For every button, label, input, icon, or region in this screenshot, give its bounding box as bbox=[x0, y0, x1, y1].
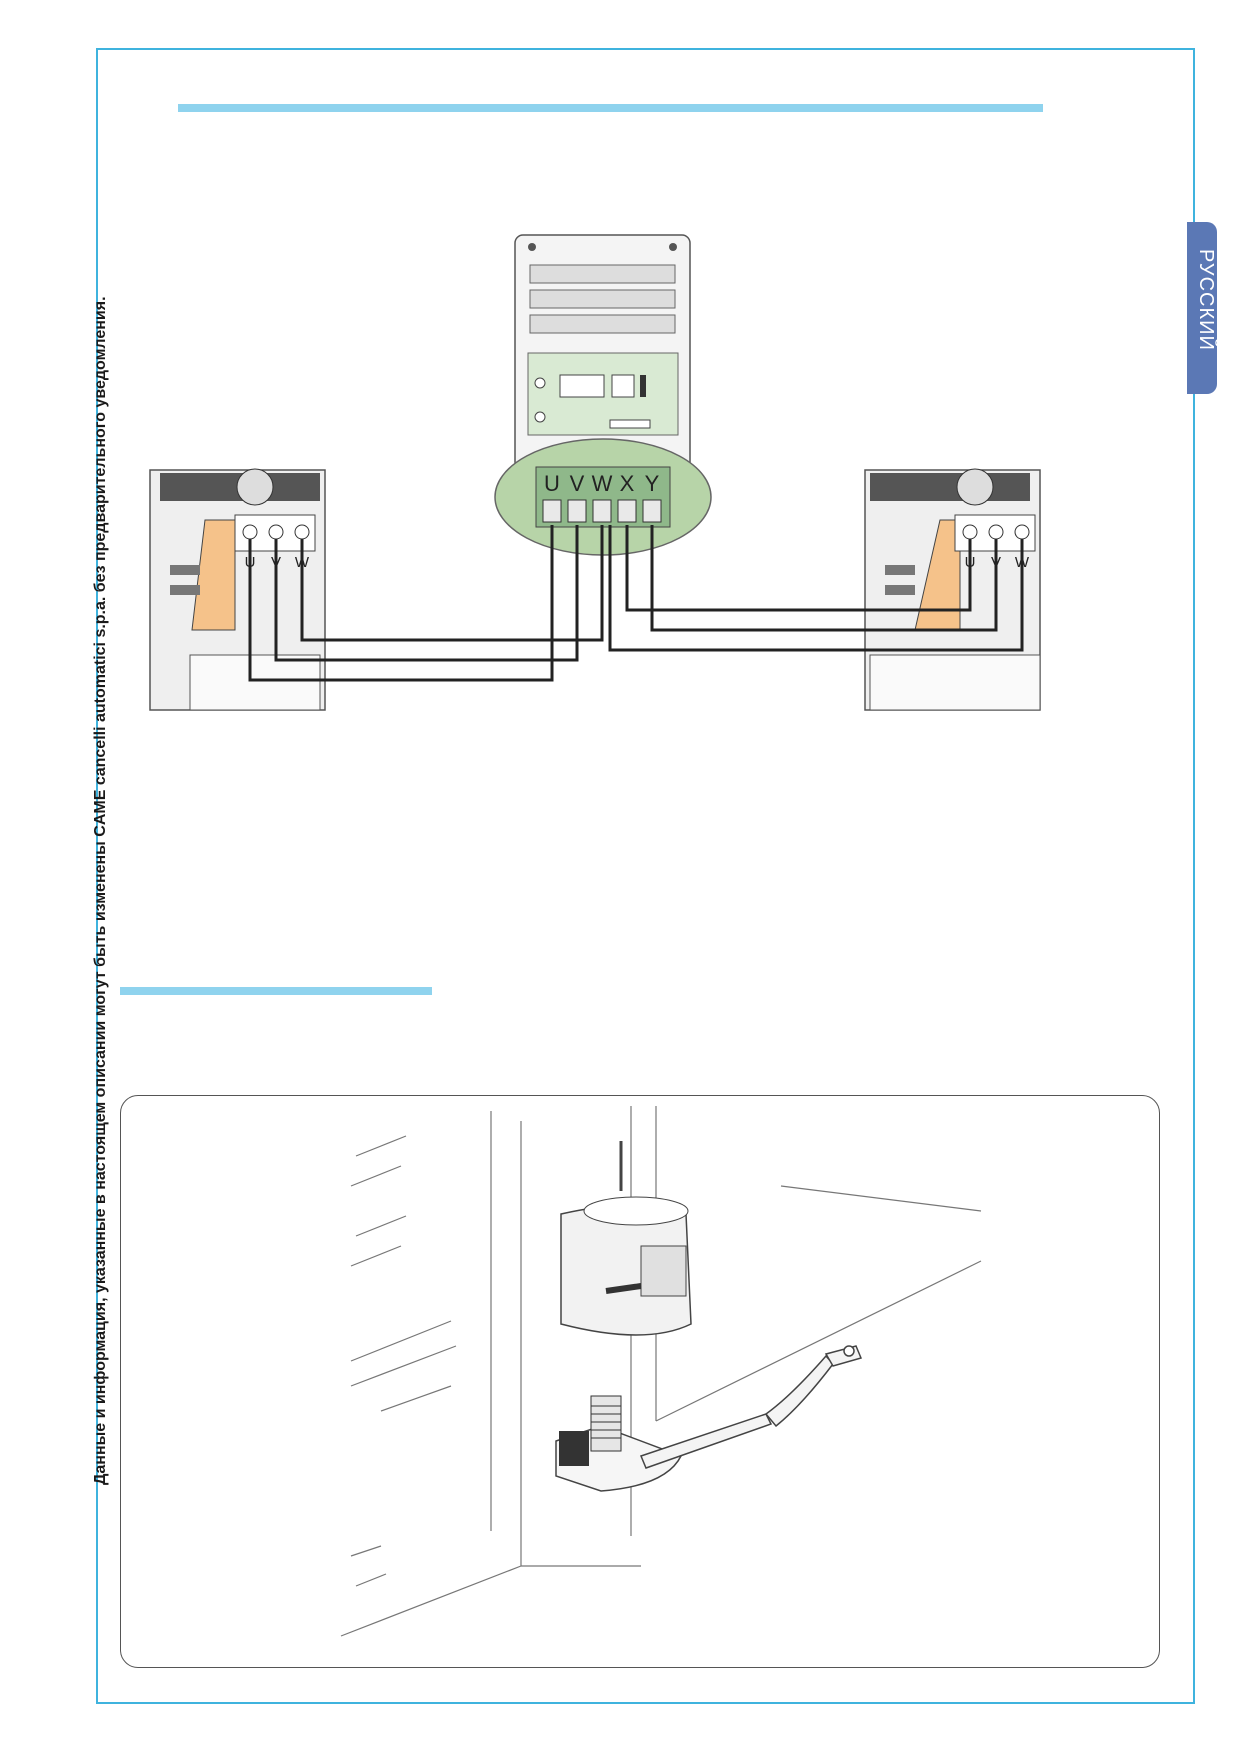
terminal-label-u: U bbox=[544, 471, 560, 496]
control-unit bbox=[514, 234, 691, 471]
left-motor bbox=[149, 468, 326, 711]
terminal-label-y: Y bbox=[645, 471, 660, 496]
terminal-label-w: W bbox=[592, 471, 613, 496]
disclaimer-vertical-text: Данные и информация, указанные в настоящ… bbox=[92, 296, 109, 1485]
section-header-bar-2 bbox=[120, 987, 432, 995]
language-tab-label[interactable]: РУССКИЙ bbox=[1195, 249, 1217, 351]
opening-arm bbox=[639, 1345, 863, 1469]
language-tab[interactable] bbox=[1187, 222, 1217, 394]
motor-cover bbox=[560, 1196, 692, 1336]
wires bbox=[248, 525, 1024, 682]
section-header-bar-1 bbox=[178, 104, 1043, 112]
terminal-label-v: V bbox=[570, 471, 585, 496]
control-unit-terminal-block bbox=[494, 438, 712, 556]
page-frame bbox=[96, 48, 1195, 1704]
motor-base bbox=[555, 1395, 683, 1492]
installation-figure bbox=[120, 1095, 1160, 1668]
terminal-label-x: X bbox=[620, 471, 635, 496]
control-unit-terminal-labels: U V W X Y bbox=[544, 471, 660, 496]
wiring-diagram: U V W X Y U V W U V bbox=[149, 234, 1041, 711]
installation-drawing bbox=[340, 1106, 982, 1637]
right-motor bbox=[864, 468, 1041, 711]
